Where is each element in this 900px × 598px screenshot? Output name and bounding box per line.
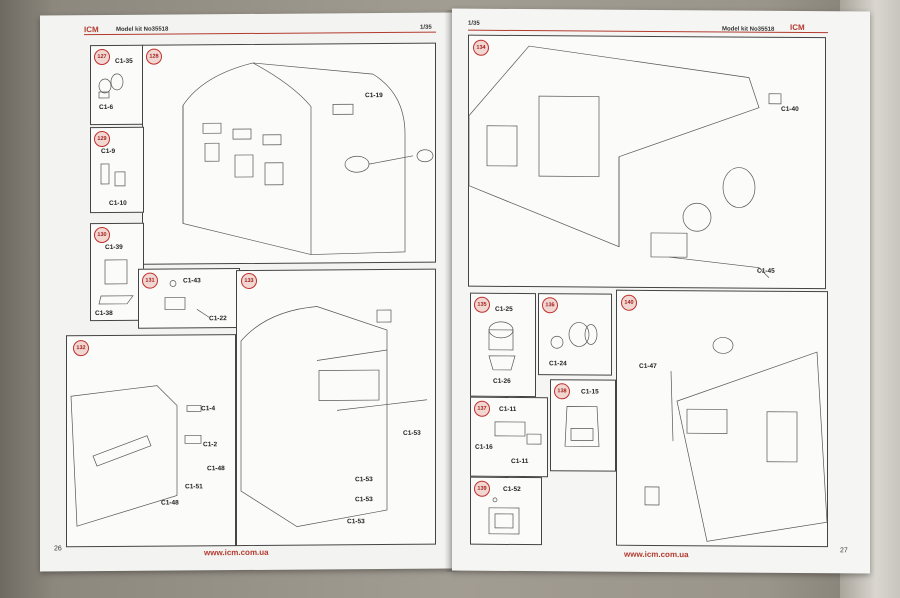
step-138-panel: 138 C1-15 xyxy=(550,379,616,472)
step-136-panel: 136 C1-24 xyxy=(538,293,612,376)
icm-logo: ICM xyxy=(84,25,99,35)
cabin-rear-drawing xyxy=(240,306,428,528)
part-drawing xyxy=(100,163,126,187)
step-133-panel: 133 C1-53 C1-53 C1-53 C1-53 xyxy=(236,268,436,547)
cabin-rear-drawing xyxy=(644,337,828,542)
step-139-panel: 139 C1-52 xyxy=(470,476,542,546)
part-drawing xyxy=(488,497,520,535)
part-drawing xyxy=(494,421,542,445)
kit-label: Model kit No35518 xyxy=(116,26,169,33)
step-128-panel: 128 C1-19 xyxy=(142,42,436,265)
cabin-body-drawing xyxy=(182,62,434,255)
scale-label: 1/35 xyxy=(468,20,480,27)
cabin-side-drawing xyxy=(70,385,202,527)
step-129-panel: 129 C1-9 C1-10 xyxy=(90,126,144,214)
step-127-panel: 127 C1-35 C1-6 xyxy=(90,44,144,126)
part-drawing xyxy=(564,405,600,447)
step-130-panel: 130 C1-39 C1-38 xyxy=(90,222,144,322)
instruction-page-right: 1/35 Model kit No35518 ICM 134 C1-40 C1-… xyxy=(452,8,870,574)
instruction-page-left: ICM Model kit No35518 1/35 127 C1-35 C1-… xyxy=(40,12,452,572)
website-url[interactable]: www.icm.com.ua xyxy=(624,549,689,560)
step-135-panel: 135 C1-25 C1-26 xyxy=(470,292,536,398)
part-drawing xyxy=(164,280,210,318)
page-number: 27 xyxy=(840,547,848,555)
page-number: 26 xyxy=(54,545,62,553)
icm-logo: ICM xyxy=(790,22,805,33)
step-134-panel: 134 C1-40 C1-45 xyxy=(468,34,826,290)
step-131-panel: 131 C1-43 C1-22 xyxy=(138,268,240,329)
scale-label: 1/35 xyxy=(420,24,432,31)
part-drawing xyxy=(98,73,124,99)
step-137-panel: 137 C1-11 C1-16 C1-11 xyxy=(470,396,548,478)
website-url[interactable]: www.icm.com.ua xyxy=(204,547,269,558)
step-140-panel: 140 C1-47 xyxy=(616,289,828,548)
part-drawing xyxy=(98,259,134,305)
step-132-panel: 132 C1-4 C1-2 C1-48 C1-51 C1-48 xyxy=(66,334,236,548)
cabin-side-drawing xyxy=(468,45,782,278)
part-drawing xyxy=(550,322,598,349)
part-drawing xyxy=(488,321,516,371)
